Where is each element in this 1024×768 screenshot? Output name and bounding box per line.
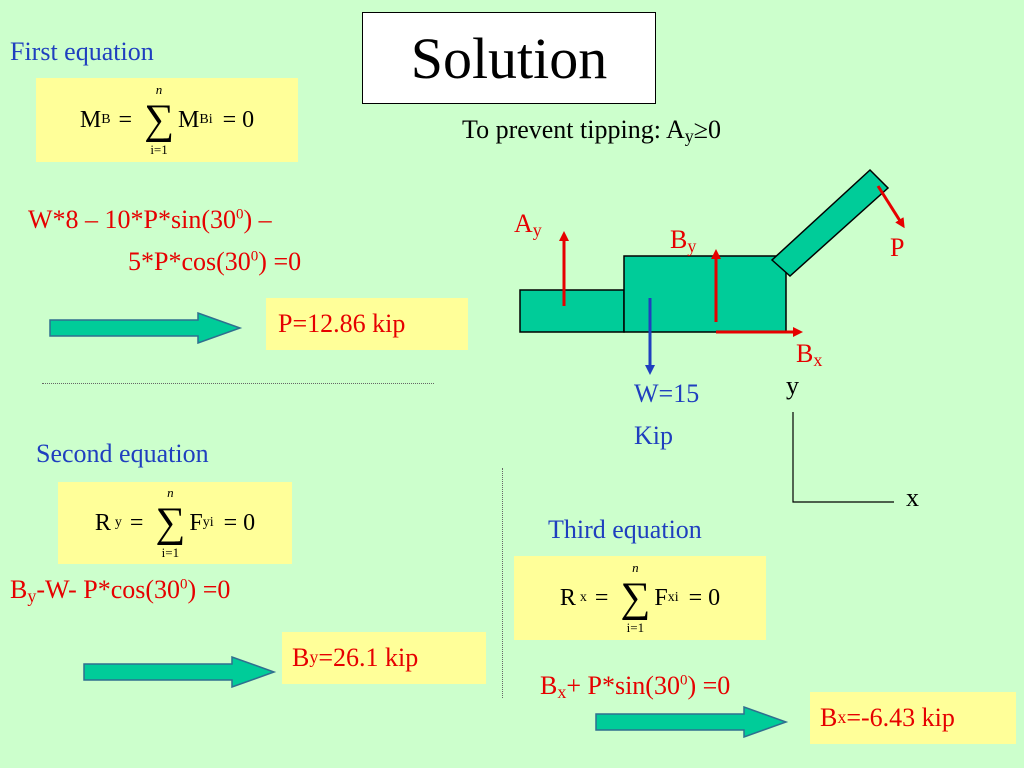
p-force-arrow [876, 185, 905, 229]
axis-y-label: y [786, 371, 799, 400]
third-equation-heading: Third equation [548, 515, 702, 544]
result-arrow [595, 706, 789, 738]
p-label: P [890, 233, 905, 262]
third-work: Bx+ P*sin(300) =0 [540, 671, 731, 702]
first-work-line2: 5*P*cos(300) =0 [128, 247, 302, 276]
free-body-diagram [519, 168, 905, 375]
by-label: By [670, 225, 697, 256]
first-work-line1: W*8 – 10*P*sin(300) – [28, 205, 272, 234]
ay-label: Ay [514, 209, 542, 240]
result-arrow [83, 656, 277, 688]
weight-label-line2: Kip [634, 421, 673, 450]
second-work: By-W- P*cos(300) =0 [10, 575, 231, 606]
first-equation-heading: First equation [10, 37, 154, 66]
divider-horizontal [42, 383, 434, 384]
axis-x-label: x [906, 483, 919, 512]
first-result-box: P=12.86 kip [266, 298, 468, 350]
divider-vertical [502, 468, 503, 698]
weight-label-line1: W=15 [634, 379, 700, 408]
main-block [623, 255, 787, 333]
result-arrow [49, 312, 243, 344]
boom-arm [770, 168, 890, 278]
bx-label: Bx [796, 339, 823, 370]
tipping-condition: To prevent tipping: Ay≥0 [462, 115, 722, 146]
coordinate-axes [792, 412, 894, 503]
second-equation-heading: Second equation [36, 439, 209, 468]
left-block [519, 289, 625, 333]
slide-title: Solution [362, 12, 656, 104]
